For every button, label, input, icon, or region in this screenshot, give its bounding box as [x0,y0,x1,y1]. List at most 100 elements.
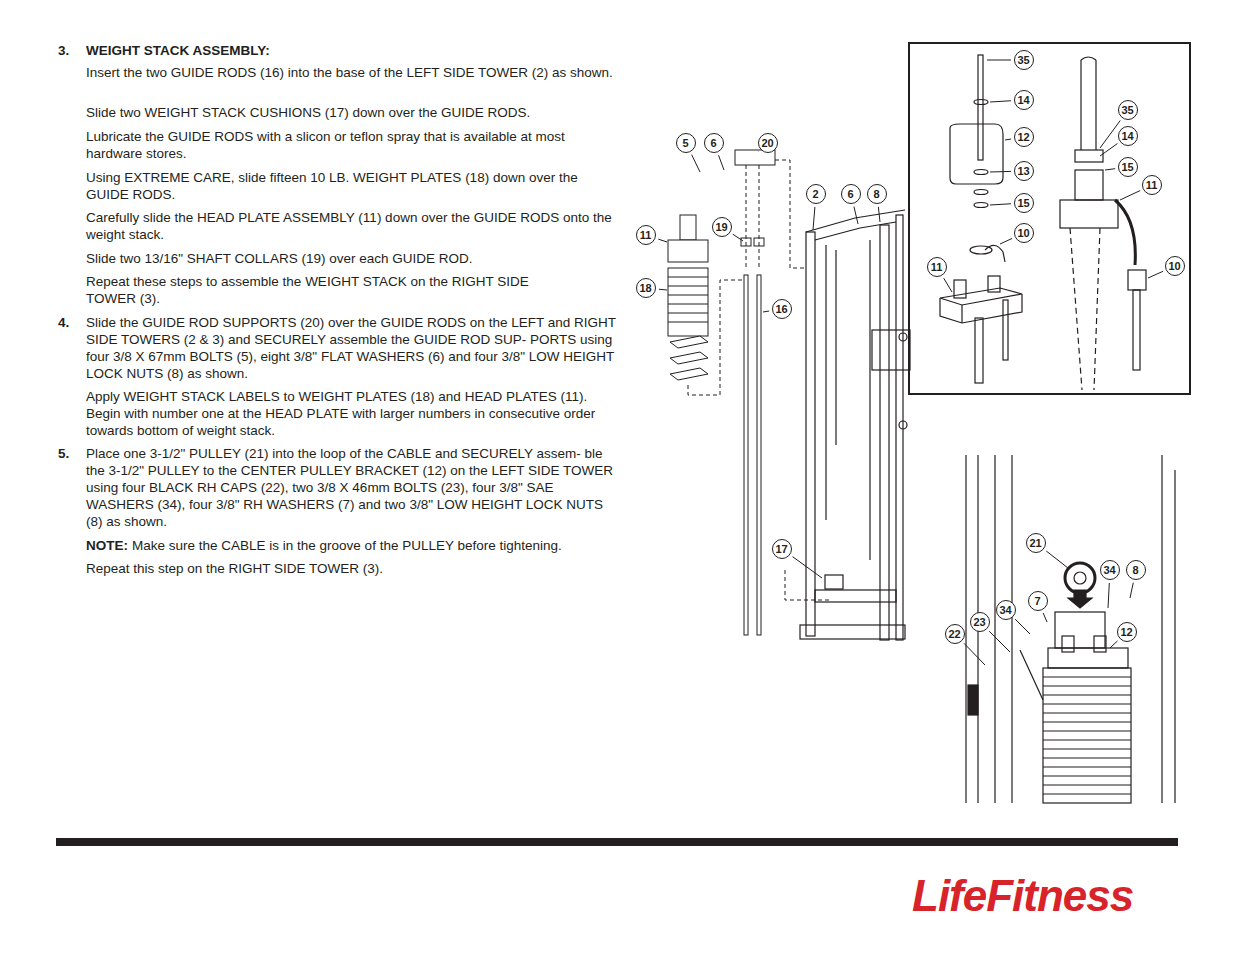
tower-frame-circle [899,421,907,429]
inset-detail-path [985,245,1005,262]
pulley-detail-line [1020,650,1043,700]
pulley-detail-line [994,455,995,803]
pulley-detail-rect [1094,636,1106,652]
callout-number: 13 [1014,161,1034,181]
footer-bar [56,838,1178,846]
inset-detail-ellipse [974,100,988,105]
leader-line [944,278,952,292]
callout-number: 6 [704,133,724,153]
inset-detail-path [1070,228,1100,390]
guide-rods-polyline [785,570,830,600]
callout-number: 8 [867,184,887,204]
leader-line [1000,238,1012,244]
instruction-text: Repeat this step on the RIGHT SIDE TOWER… [86,560,618,577]
inset-detail-polyline [940,294,1022,323]
leader-line [733,234,743,241]
pulley-detail-line [1174,470,1175,803]
inset-detail-ellipse [974,203,988,208]
weight-stack-polygon [670,368,708,380]
weight-stack-line [668,295,708,296]
pulley-detail-line [1043,793,1131,794]
callout-number: 15 [1118,157,1138,177]
instruction-text: Slide the GUIDE ROD SUPPORTS (20) over t… [86,314,620,382]
callout-number: 19 [712,217,732,237]
leader-line [1005,139,1011,141]
leader-line [1108,583,1109,608]
callout-number: 14 [1014,90,1034,110]
instruction-text: Slide two 13/16" SHAFT COLLARS (19) over… [86,250,618,267]
leader-line [1130,583,1133,598]
instruction-text: Place one 3-1/2" PULLEY (21) into the lo… [86,445,620,530]
inset-detail-line [1080,60,1081,150]
leader-line [758,151,759,152]
brand-logo: LifeFitness [912,872,1133,920]
inset-detail-rect [1003,300,1008,360]
guide-rods-line [746,165,747,270]
leader-line [1148,271,1163,278]
tower-frame-line [825,245,826,520]
leader-line [1100,144,1117,156]
inset-detail-rect [1128,270,1146,290]
inset-detail-rect [1133,290,1140,370]
pulley-detail-line [1043,721,1131,722]
leader-line [964,643,985,665]
step-number: 5. [58,445,82,462]
tower-frame-line [869,240,870,560]
guide-rods-rect [744,275,748,635]
callout-number: 35 [1118,100,1138,120]
leader-line [1105,169,1115,170]
pulley-detail-line [1043,784,1131,785]
inset-detail-polygon [940,288,1022,305]
instruction-text: Lubricate the GUIDE RODS with a slicon o… [86,128,618,162]
leader-line [990,204,1011,205]
callout-number: 35 [1014,50,1034,70]
weight-stack-line [668,304,708,305]
callout-number: 12 [1117,622,1137,642]
leader-line [1043,613,1047,622]
step-number: 4. [58,314,82,331]
tower-frame-rect [872,330,910,370]
pulley-detail-line [1043,730,1131,731]
callout-number: 22 [945,624,965,644]
callout-number: 11 [1142,175,1162,195]
tower-frame-rect [806,232,815,636]
weight-stack-line [668,322,708,323]
step-heading: WEIGHT STACK ASSEMBLY: [86,42,606,59]
note-text: Make sure the CABLE is in the groove of … [132,537,620,554]
instruction-text: Insert the two GUIDE RODS (16) into the … [86,64,618,81]
inset-detail-path [1115,200,1135,265]
pulley-detail-line [1011,455,1012,803]
callout-number: 17 [772,539,792,559]
note-label: NOTE: [86,537,128,554]
instruction-text: Carefully slide the HEAD PLATE ASSEMBLY … [86,209,618,243]
leader-line [658,239,667,242]
pulley-detail-line [1043,739,1131,740]
callout-number: 11 [927,257,947,277]
pulley-detail-rect [968,685,978,715]
leader-line [1110,641,1118,648]
callout-number: 21 [1026,533,1046,553]
callout-number: 12 [1014,127,1034,147]
inset-detail-rect [1075,170,1103,200]
weight-stack-line [668,277,708,278]
callout-number: 10 [1165,256,1185,276]
tower-frame-line [835,250,836,445]
guide-rods [735,150,830,635]
weight-stack-polyline [688,280,744,395]
pulley-detail [966,455,1175,803]
inset-detail-rect [954,280,966,298]
inset-detail-ellipse [974,170,988,175]
leader-line [1120,191,1140,200]
pulley-detail-line [1043,775,1131,776]
pulley-detail-line [965,455,966,803]
inset-detail-ellipse [974,190,988,195]
inset-detail [909,43,1190,394]
weight-stack-rect [668,240,708,262]
pulley-detail-circle [1065,563,1095,593]
weight-stack-line [668,313,708,314]
inset-detail-path [950,124,1003,184]
callout-number: 5 [676,133,696,153]
instruction-text: Slide two WEIGHT STACK CUSHIONS (17) dow… [86,104,618,121]
instruction-text: Repeat these steps to assemble the WEIGH… [86,273,566,307]
pulley-detail-line [1043,694,1131,695]
